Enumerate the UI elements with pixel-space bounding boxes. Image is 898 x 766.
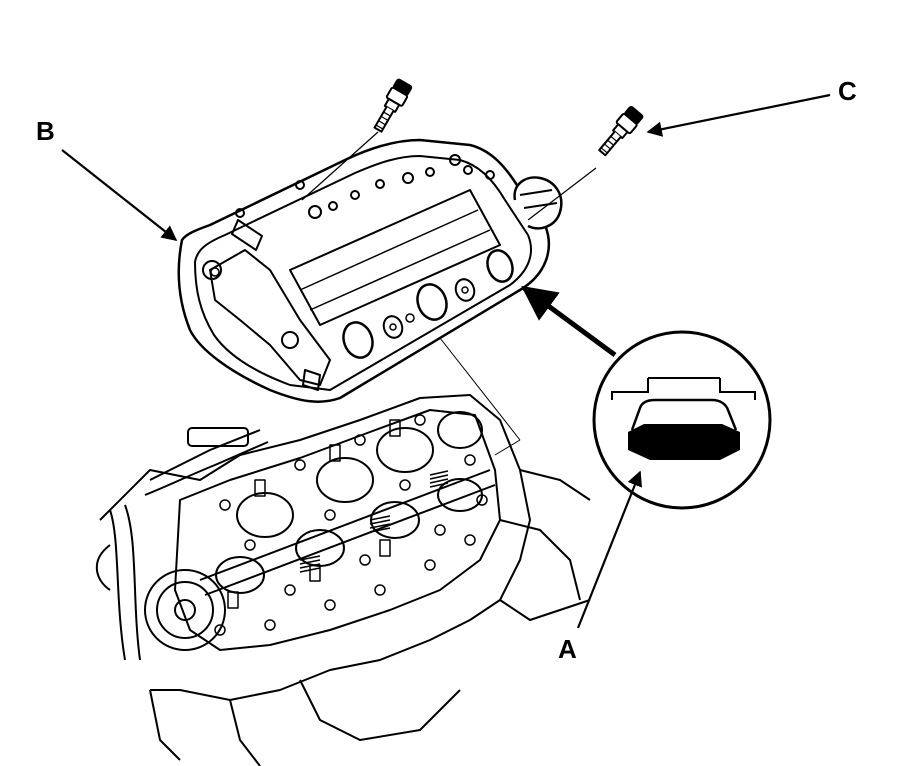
bolt-icon bbox=[373, 78, 644, 157]
arrow-detail bbox=[521, 285, 617, 358]
arrow-c bbox=[646, 93, 831, 137]
arrow-a bbox=[576, 470, 643, 629]
callout-label-b: B bbox=[36, 116, 55, 146]
arrow-b bbox=[61, 149, 178, 241]
callout-label-c: C bbox=[838, 76, 857, 106]
callout-label-a: A bbox=[558, 634, 577, 664]
bolt-guide-lines bbox=[301, 131, 597, 221]
valve-cover-illustration bbox=[177, 138, 563, 403]
gasket-detail-icon bbox=[592, 330, 772, 510]
cylinder-head-illustration bbox=[95, 394, 591, 766]
arrow-icon bbox=[61, 93, 831, 629]
alignment-lines bbox=[439, 337, 521, 456]
